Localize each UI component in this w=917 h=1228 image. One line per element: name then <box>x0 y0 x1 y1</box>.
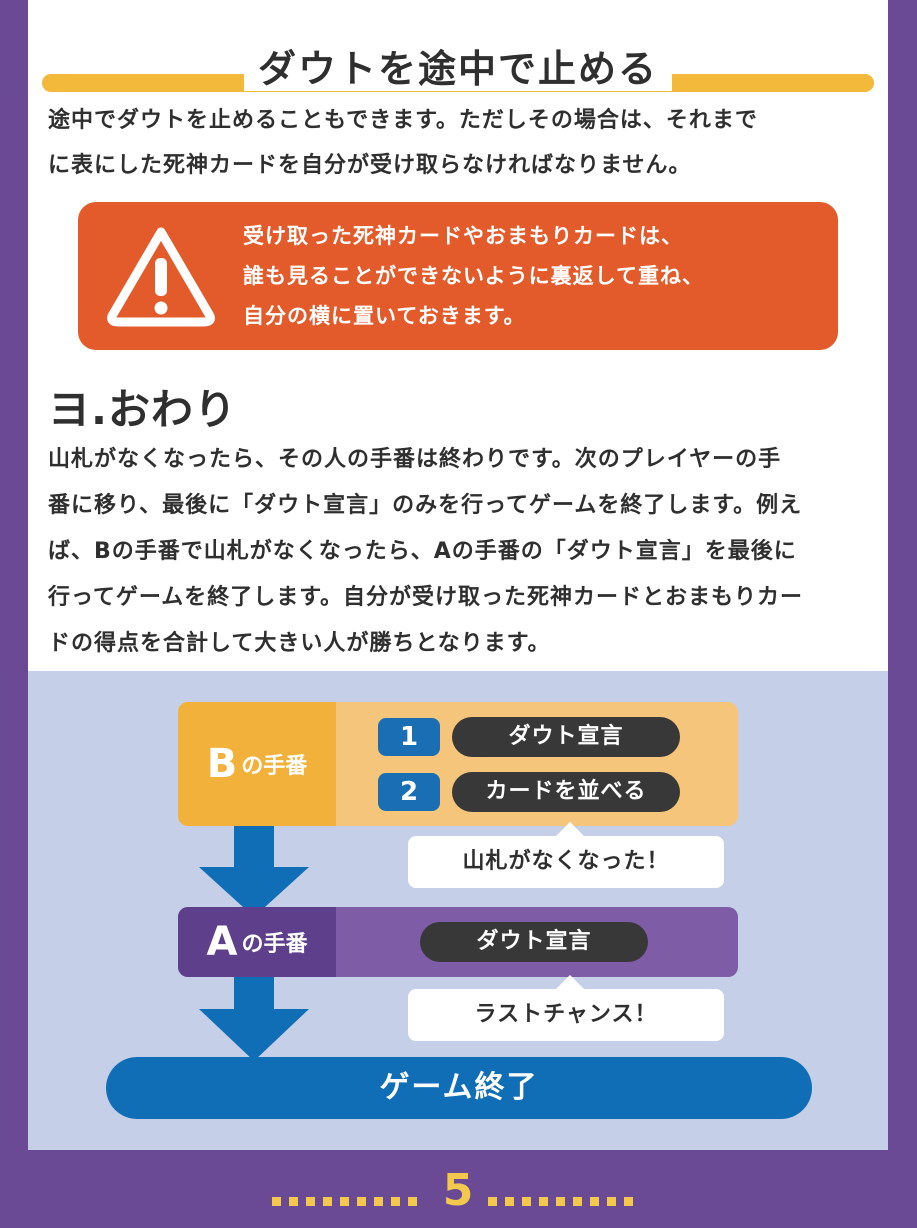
ending-paragraph: 山札がなくなったら、その人の手番は終わりです。次のプレイヤーの手 番に移り、最後… <box>48 437 878 667</box>
turn-b-letter: B <box>206 741 238 787</box>
warning-line: 誰も見ることができないように裏返して重ね、 <box>243 264 704 288</box>
turn-a-label: A の手番 <box>178 907 336 977</box>
ending-line: ば、Bの手番で山札がなくなったら、Aの手番の「ダウト宣言」を最後に <box>48 539 797 564</box>
ending-line: 番に移り、最後に「ダウト宣言」のみを行ってゲームを終了します。例え <box>48 493 803 518</box>
down-arrow-icon <box>199 821 309 917</box>
footer-dots-left <box>272 1191 425 1206</box>
page-number: 5 <box>442 1165 474 1216</box>
footer-dots-right <box>488 1191 641 1206</box>
flow-diagram: B の手番 1 ダウト宣言 2 カードを並べる 山札がなくなった！ A の手番 … <box>28 671 888 1150</box>
intro-paragraph: 途中でダウトを止めることもできます。ただしその場合は、それまで に表にした死神カ… <box>48 98 878 188</box>
note-bubble: 山札がなくなった！ <box>408 822 724 888</box>
step-number: 1 <box>378 718 440 756</box>
warning-text: 受け取った死神カードやおまもりカードは、 誰も見ることができないように裏返して重… <box>243 216 823 336</box>
section-title-block: ダウトを途中で止める <box>28 30 888 100</box>
intro-line: 途中でダウトを止めることもできます。ただしその場合は、それまで <box>48 108 758 133</box>
section2-heading: ヨ.おわり <box>48 385 237 434</box>
turn-a-suffix: の手番 <box>241 932 308 957</box>
warning-triangle-icon <box>107 227 215 327</box>
rules-page: ダウトを途中で止める 途中でダウトを止めることもできます。ただしその場合は、それ… <box>28 0 888 1150</box>
page-footer: 5 <box>0 1165 917 1225</box>
warning-line: 自分の横に置いておきます。 <box>243 304 526 328</box>
turn-a-letter: A <box>206 919 238 965</box>
section-title: ダウトを途中で止める <box>243 47 672 91</box>
note-bubble: ラストチャンス！ <box>408 975 724 1041</box>
turn-b-box: B の手番 1 ダウト宣言 2 カードを並べる <box>178 702 738 826</box>
step-pill: カードを並べる <box>452 772 680 812</box>
step-number: 2 <box>378 773 440 811</box>
turn-a-box: A の手番 ダウト宣言 <box>178 907 738 977</box>
turn-b-label: B の手番 <box>178 702 336 826</box>
down-arrow-icon <box>199 971 309 1061</box>
warning-box: 受け取った死神カードやおまもりカードは、 誰も見ることができないように裏返して重… <box>78 202 838 350</box>
step-pill: ダウト宣言 <box>452 717 680 757</box>
ending-line: ドの得点を合計して大きい人が勝ちとなります。 <box>48 631 551 656</box>
warning-line: 受け取った死神カードやおまもりカードは、 <box>243 224 683 248</box>
intro-line: に表にした死神カードを自分が受け取らなければなりません。 <box>48 153 692 178</box>
ending-line: 行ってゲームを終了します。自分が受け取った死神カードとおまもりカー <box>48 585 804 610</box>
turn-b-suffix: の手番 <box>241 754 308 779</box>
ending-line: 山札がなくなったら、その人の手番は終わりです。次のプレイヤーの手 <box>48 447 782 472</box>
game-end-bar: ゲーム終了 <box>106 1057 812 1119</box>
action-pill: ダウト宣言 <box>420 922 648 962</box>
